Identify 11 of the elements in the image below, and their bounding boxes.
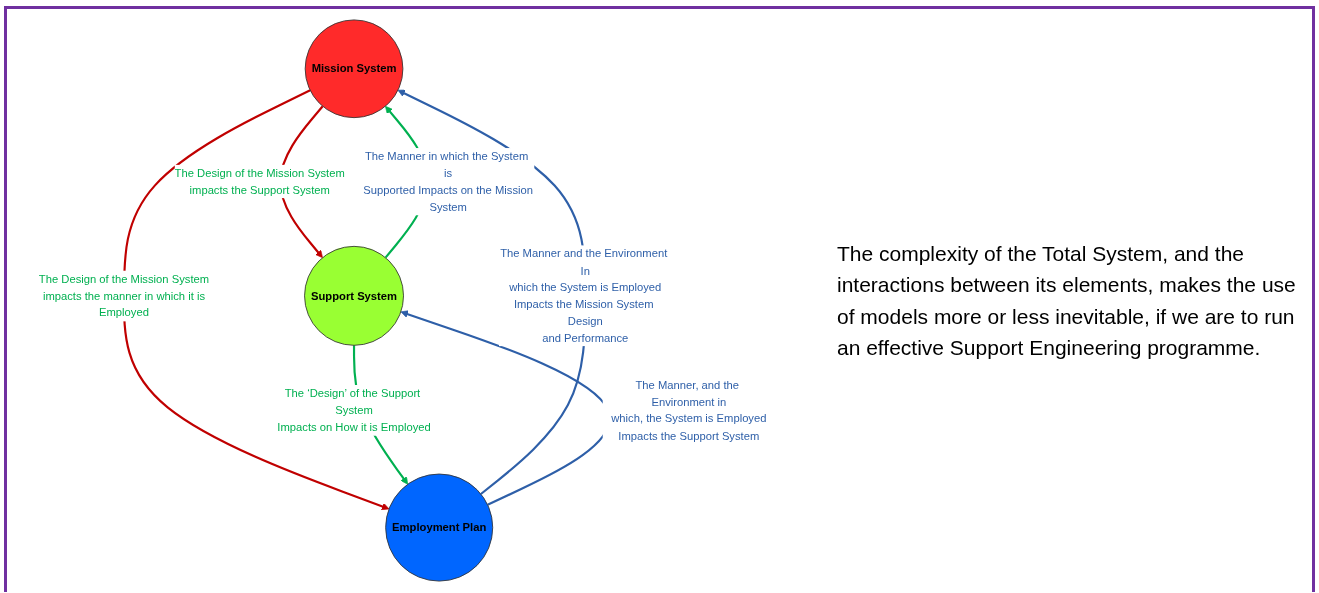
edge-label: The Design of the Mission System impacts the manner in which it is Employed bbox=[38, 272, 210, 319]
node-circle: Employment Plan bbox=[385, 473, 494, 582]
edge-label: The Manner in which the System is Supported Impacts on the Mission System bbox=[363, 149, 533, 214]
edge-label: The ‘Design’ of the Support System Impacts on How it is Employed bbox=[277, 386, 431, 434]
edge-label: The Design of the Mission System impacts the Support System bbox=[174, 166, 345, 197]
note-text: The complexity of the Total System, and the interactions between its elements, makes the use of models more or less inevitable, if we are to run an effective Support Engineering programme. bbox=[837, 240, 1297, 361]
arrow bbox=[122, 89, 390, 511]
node-circle: Mission System bbox=[304, 19, 404, 119]
edge-label: The Manner, and the Environment in which, the System is Employed Impacts the Support System bbox=[611, 378, 767, 442]
node-circle: Support System bbox=[304, 245, 404, 346]
edge-label: The Manner and the Environment In which the System is Employed Impacts the Mission System Design and Performance bbox=[500, 247, 668, 345]
